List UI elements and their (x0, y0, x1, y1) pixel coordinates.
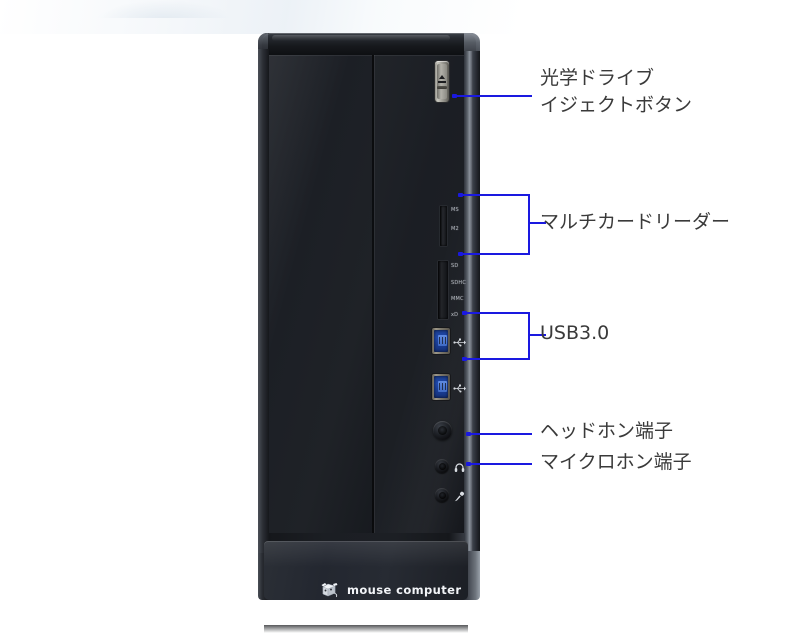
case-base-panel-gloss (264, 541, 468, 567)
usb-trident-icon-lower (453, 380, 466, 398)
card-silk-sd: SD (451, 263, 459, 269)
usb-3-port-upper[interactable] (432, 328, 450, 354)
card-slot-sd[interactable] (438, 261, 448, 319)
headphone-jack-hole (438, 462, 446, 470)
microphone-jack-hole (438, 491, 446, 499)
card-silk-ms: MS (451, 207, 459, 213)
front-panel-seam-highlight (374, 55, 375, 533)
label-card-reader: マルチカードリーダー (540, 211, 731, 233)
leader-line-headphone (466, 433, 532, 435)
leader-line-usb-lower (462, 358, 530, 360)
leader-line-card-lower (458, 253, 530, 255)
leader-line-card-stem (528, 222, 546, 224)
label-microphone-jack: マイクロホン端子 (540, 451, 692, 473)
case-front-face (268, 55, 464, 533)
label-usb30: USB3.0 (540, 322, 610, 344)
case-right-bevel (464, 51, 473, 551)
optical-drive-eject-button[interactable] (435, 61, 449, 102)
label-optical-eject-line2: イジェクトボタン (540, 94, 693, 116)
brand-name: mouse computer (347, 583, 462, 597)
brand-lockup: mouse computer (320, 582, 461, 598)
leader-line-usb-upper (462, 312, 530, 314)
leader-line-eject (452, 95, 532, 97)
case-right-edge (473, 51, 480, 551)
eject-bar-icon (438, 81, 446, 83)
usb-port-lower-housing (434, 376, 448, 398)
leader-line-usb-stem (528, 334, 546, 336)
usb-trident-icon-upper (453, 334, 466, 352)
case-base-panel (264, 541, 468, 600)
card-silk-sdhc: SDHC (451, 280, 467, 286)
eject-button-slot (437, 86, 447, 89)
front-bay-door-left (268, 55, 372, 533)
card-silk-mmc: MMC (451, 296, 464, 302)
card-silk-xd: xD (451, 312, 459, 318)
label-optical-eject-line1: 光学ドライブ (540, 67, 655, 89)
background-haze-secondary (95, 0, 235, 18)
power-button[interactable] (433, 421, 452, 440)
microphone-icon (454, 489, 465, 507)
leader-line-card-upper (458, 194, 530, 196)
case-top-left-corner (258, 33, 268, 57)
diagram-canvas: MS M2 SD SDHC MMC xD (0, 0, 731, 633)
eject-triangle-icon (439, 75, 445, 79)
background-haze (0, 0, 520, 34)
case-left-bevel (258, 49, 269, 553)
leader-bracket-usb (528, 312, 530, 360)
front-panel-seam (372, 55, 374, 533)
usb-port-upper-housing (434, 330, 448, 352)
mouse-logo-icon (320, 582, 340, 598)
card-slot-ms[interactable] (440, 206, 447, 246)
case-bottom-shadow (264, 625, 468, 633)
headphone-jack[interactable] (435, 459, 449, 473)
usb-3-port-lower[interactable] (432, 374, 450, 400)
label-headphone-jack: ヘッドホン端子 (540, 420, 674, 442)
card-silk-m2: M2 (451, 226, 459, 232)
microphone-jack[interactable] (435, 488, 449, 502)
case-top-cap (262, 33, 476, 55)
front-bay-door-right (374, 55, 464, 533)
headphone-icon (454, 460, 465, 478)
leader-line-microphone (466, 463, 532, 465)
pc-case: MS M2 SD SDHC MMC xD (258, 33, 480, 633)
leader-bracket-card (528, 194, 530, 255)
